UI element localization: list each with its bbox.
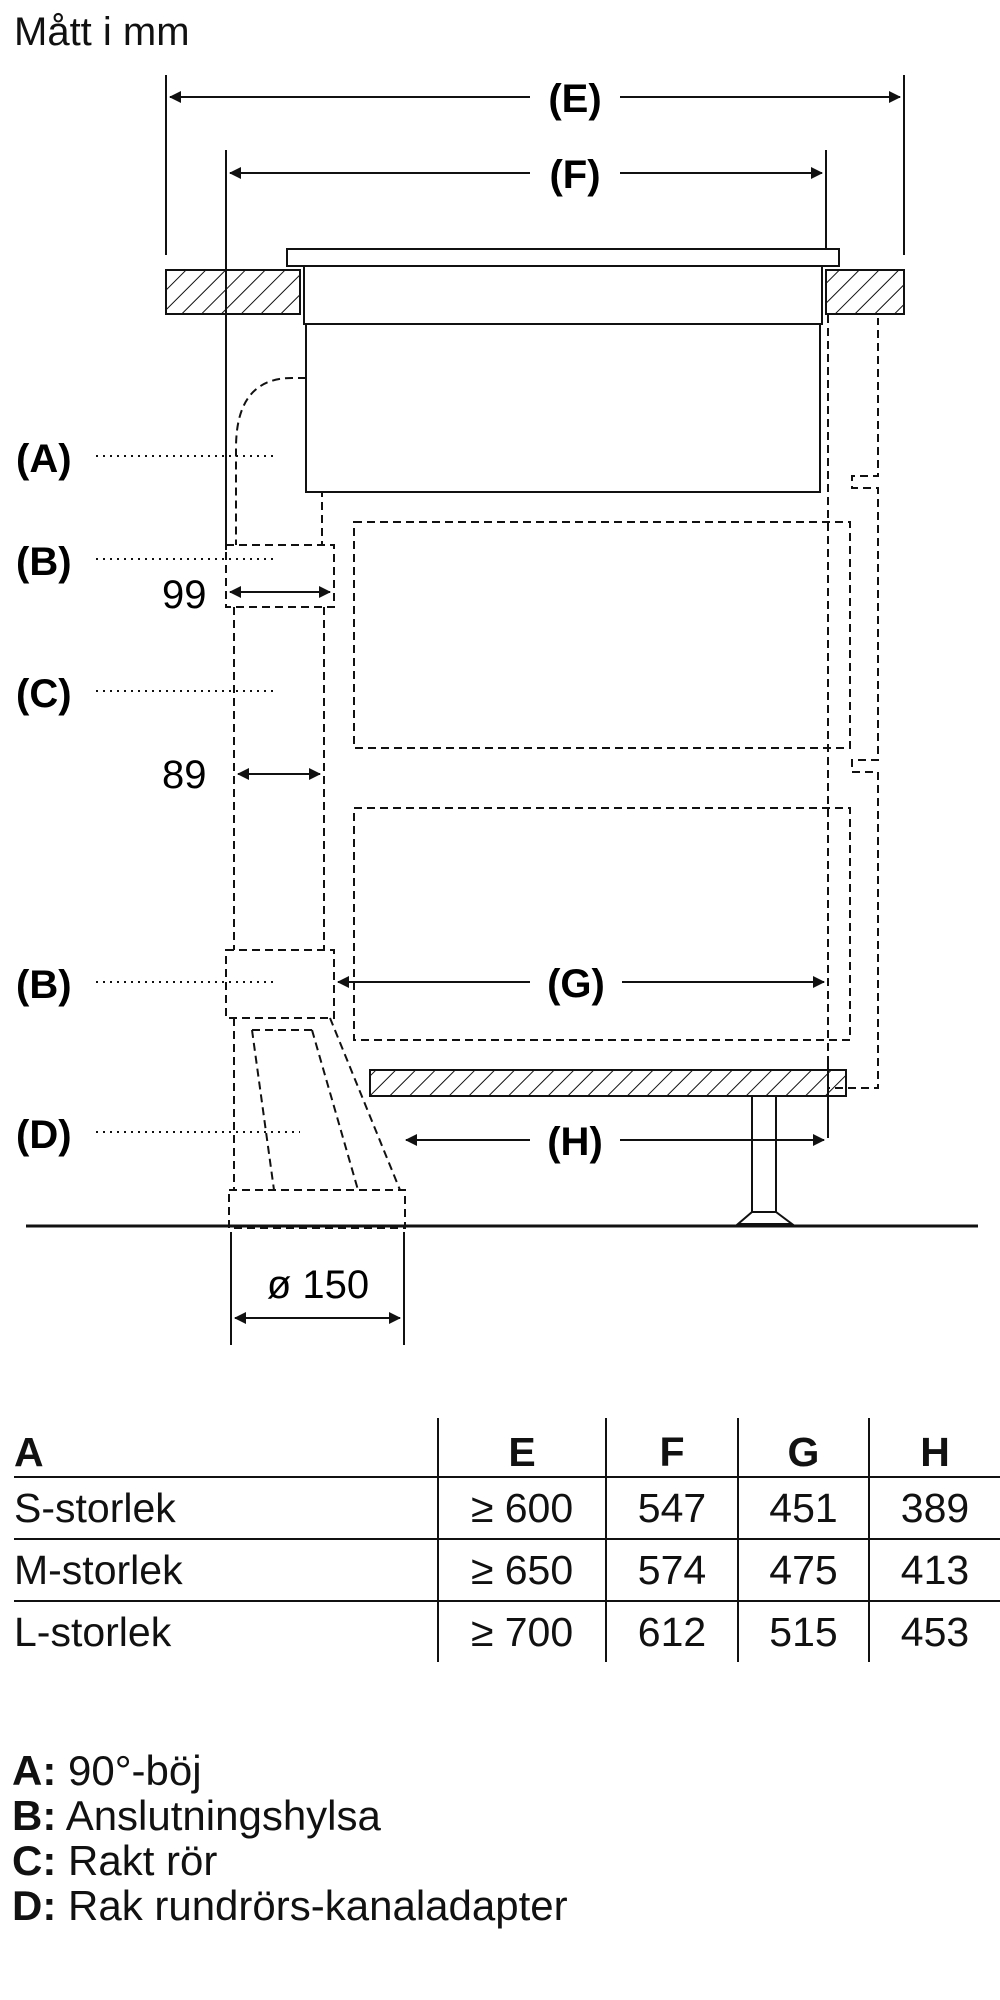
table-cell: 515	[737, 1601, 869, 1662]
duct-system	[225, 315, 879, 1229]
table-cell: 389	[868, 1477, 1000, 1540]
legend-key: D:	[12, 1882, 57, 1929]
label-g: (G)	[547, 962, 605, 1006]
cabinet	[369, 1060, 847, 1225]
table-row: M-storlek ≥ 650 574 475 413	[14, 1539, 1000, 1602]
table-cell: 574	[605, 1539, 738, 1602]
label-e: (E)	[548, 77, 601, 121]
legend-key: B:	[12, 1792, 57, 1839]
table-cell: 612	[605, 1601, 738, 1662]
table-header-cell: A	[14, 1418, 438, 1478]
label-99: 99	[162, 573, 207, 617]
dimension-table: A E F G H S-storlek ≥ 600 547 451 389 M-…	[14, 1418, 1000, 1662]
table-cell: 547	[605, 1477, 738, 1540]
label-b-upper: (B)	[16, 540, 72, 584]
table-header-row: A E F G H	[14, 1418, 1000, 1478]
dimension-150: ø 150	[230, 1232, 405, 1345]
legend-item: D: Rak rundrörs-kanaladapter	[12, 1883, 568, 1928]
table-cell: ≥ 700	[437, 1601, 606, 1662]
table-cell: M-storlek	[14, 1539, 438, 1602]
label-b-lower: (B)	[16, 963, 72, 1007]
table-cell: ≥ 600	[437, 1477, 606, 1540]
countertop	[165, 269, 905, 315]
hob-appliance	[286, 248, 840, 493]
table-cell: L-storlek	[14, 1608, 172, 1655]
callouts: (A) (B) (C) (B) (D)	[16, 437, 300, 1157]
table-header-cell: E	[437, 1418, 606, 1478]
dimension-g: (G)	[337, 962, 825, 1006]
dimension-h: (H)	[405, 1120, 825, 1164]
dimension-f: (F)	[225, 150, 827, 550]
dimension-99: 99	[162, 573, 331, 617]
table-row: L-storlek ≥ 700 612 515 453	[14, 1601, 1000, 1662]
table-cell: 475	[737, 1539, 869, 1602]
legend-item: C: Rakt rör	[12, 1838, 568, 1883]
dimension-89: 89	[162, 753, 321, 797]
table-header-cell: F	[605, 1418, 738, 1478]
legend: A: 90°-böj B: Anslutningshylsa C: Rakt r…	[12, 1748, 568, 1928]
legend-text: 90°-böj	[68, 1747, 202, 1794]
installation-diagram: (E) (F)	[16, 75, 978, 1345]
table-header-cell: H	[868, 1418, 1000, 1478]
label-150: ø 150	[267, 1263, 369, 1307]
table-cell: ≥ 650	[437, 1539, 606, 1602]
label-d: (D)	[16, 1113, 72, 1157]
table-cell: S-storlek	[14, 1477, 438, 1540]
table-header-cell: G	[737, 1418, 869, 1478]
legend-key: A:	[12, 1747, 57, 1794]
label-89: 89	[162, 753, 207, 797]
table-row: S-storlek ≥ 600 547 451 389	[14, 1477, 1000, 1540]
label-a: (A)	[16, 437, 72, 481]
dimension-e: (E)	[165, 75, 905, 255]
legend-key: C:	[12, 1837, 57, 1884]
legend-text: Rakt rör	[68, 1837, 218, 1884]
table-cell: 413	[868, 1539, 1000, 1602]
label-f: (F)	[549, 153, 600, 197]
label-h: (H)	[547, 1120, 603, 1164]
legend-item: A: 90°-böj	[12, 1748, 568, 1793]
table-cell: 453	[868, 1601, 1000, 1662]
legend-text: Anslutningshylsa	[65, 1792, 381, 1839]
page-title: Mått i mm	[14, 10, 190, 54]
legend-item: B: Anslutningshylsa	[12, 1793, 568, 1838]
legend-text: Rak rundrörs-kanaladapter	[68, 1882, 568, 1929]
table-cell: 451	[737, 1477, 869, 1540]
label-c: (C)	[16, 672, 72, 716]
